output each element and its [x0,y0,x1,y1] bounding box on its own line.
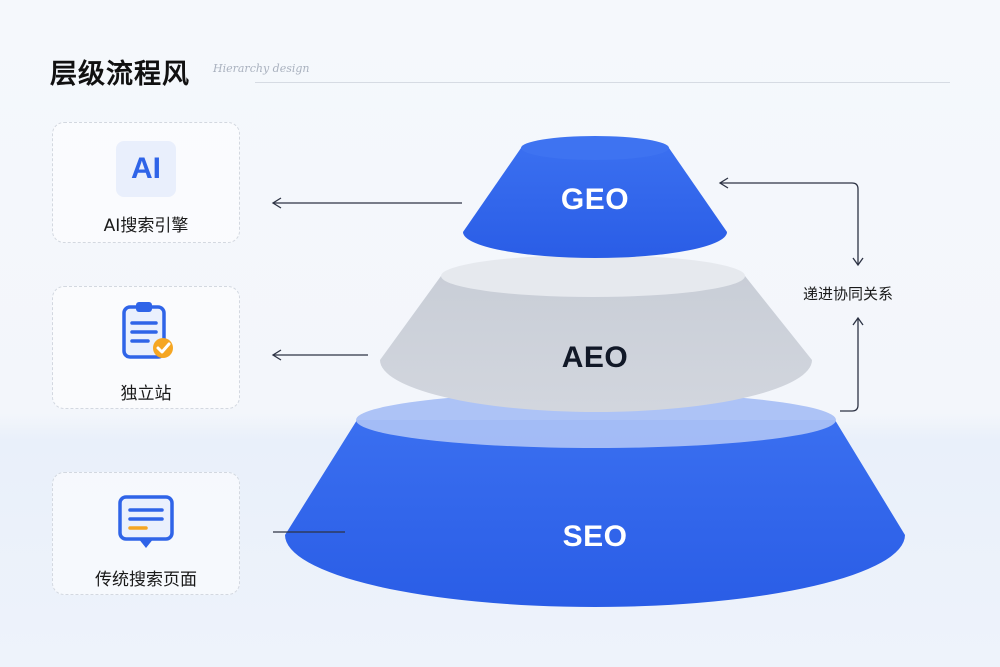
card-ai-search-engine: AI AI搜索引擎 [52,122,240,243]
geo-layer [463,136,727,258]
left-arrow-aeo [271,349,368,361]
aeo-label: AEO [561,341,629,374]
left-arrow-geo [271,197,462,209]
chat-document-icon [114,493,178,557]
seo-label: SEO [562,520,628,553]
card-label-traditional-search-page: 传统搜索页面 [95,570,197,590]
card-label-ai-search-engine: AI搜索引擎 [103,216,189,236]
geo-label: GEO [560,183,630,216]
ai-badge-icon: AI [116,141,176,197]
card-label-independent-site: 独立站 [120,384,172,404]
relation-label: 递进协同关系 [803,285,894,303]
seo-layer [285,392,905,607]
card-traditional-search-page: 传统搜索页面 [52,472,240,595]
page-title: 层级流程风 [50,59,190,90]
relation-arrow-upper [718,177,864,267]
page-subtitle: Hierarchy design [213,62,310,75]
aeo-layer [380,255,812,412]
relation-arrow-lower [840,316,864,412]
clipboard-check-icon [114,301,178,365]
card-independent-site: 独立站 [52,286,240,409]
title-divider [255,82,950,83]
